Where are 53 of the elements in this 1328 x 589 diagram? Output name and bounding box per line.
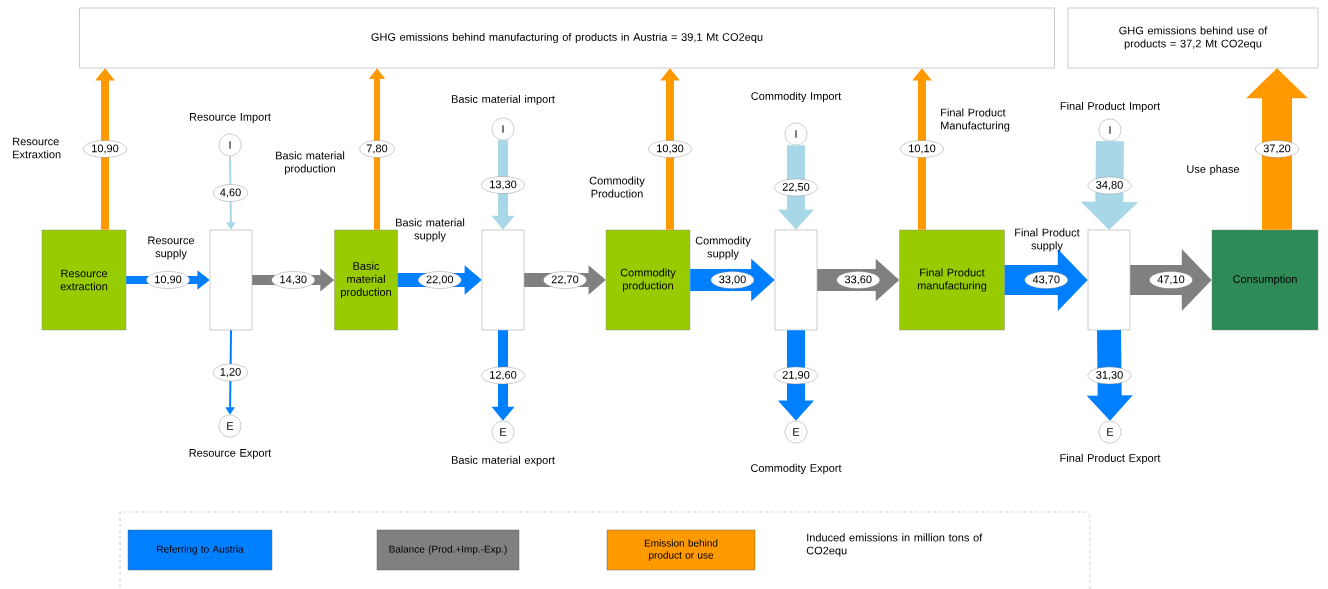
- caption-text: Final Product Export: [1060, 453, 1161, 465]
- text-label: Induced emissions in million tons of CO2equ: [806, 533, 983, 557]
- balance-box: [1087, 229, 1131, 331]
- caption-text: Basic material export: [451, 455, 555, 467]
- text-label: Commodity supply: [695, 236, 751, 260]
- balance-box: [774, 229, 818, 331]
- text-label: Basic material supply: [396, 218, 465, 242]
- edge-label: 31,30: [1087, 366, 1132, 385]
- edge-label: 33,60: [836, 271, 881, 289]
- process-box: Resource extraction: [41, 229, 127, 331]
- edge-label: 43,70: [1024, 271, 1069, 289]
- edge-label: 21,90: [774, 366, 818, 385]
- legend-label: Referring to Austria: [157, 545, 244, 555]
- text-label: Final Product supply: [1015, 228, 1080, 252]
- edge-label: 10,90: [83, 140, 127, 158]
- edge-label: 1,20: [213, 363, 248, 382]
- balance-box: [209, 229, 253, 331]
- caption-text: Final Product Import: [1060, 101, 1161, 113]
- legend-label: Balance (Prod.+Imp.-Exp.): [389, 545, 507, 555]
- edge-label: 22,50: [774, 178, 818, 197]
- text-label: Basic material production: [276, 151, 345, 175]
- edge-label: 7,80: [359, 140, 395, 158]
- edge-label: 4,60: [213, 184, 248, 202]
- edge-label: 14,30: [271, 271, 316, 289]
- edge-label: 34,80: [1087, 176, 1132, 195]
- edge-label: 10,90: [146, 271, 190, 289]
- process-box: Final Product manufacturing: [899, 229, 1005, 331]
- caption-text: Resource Import: [189, 113, 271, 123]
- text-label: Commodity Production: [589, 176, 645, 198]
- edge-label: 10,10: [900, 140, 944, 158]
- caption-text: Commodity Import: [751, 91, 842, 103]
- balance-box: [481, 229, 525, 331]
- edge-label: 37,20: [1255, 140, 1299, 158]
- edge-label: 47,10: [1149, 271, 1193, 289]
- legend-label: Emission behind product or use: [644, 539, 718, 561]
- caption-text: Resource Export: [189, 449, 272, 459]
- caption-text: Commodity Export: [751, 463, 842, 475]
- text-label: Resource supply: [148, 236, 195, 260]
- summary-box: GHG emissions behind use of products = 37,2 Mt CO2equ: [1067, 7, 1319, 69]
- edge-label: 22,70: [543, 271, 587, 289]
- edge-label: 13,30: [481, 176, 525, 194]
- consumption-box: Consumption: [1211, 229, 1319, 331]
- edge-label: 12,60: [481, 366, 525, 385]
- caption-text: Basic material import: [451, 94, 555, 106]
- text-label: Final Product Manufacturing: [941, 108, 1010, 132]
- text-label: Resource Extraxtion: [13, 137, 61, 159]
- edge-label: 33,00: [710, 271, 755, 289]
- text-label: Use phase: [1187, 164, 1240, 176]
- edge-label: 10,30: [648, 140, 692, 158]
- process-box: Commodity production: [605, 229, 691, 331]
- summary-box: GHG emissions behind manufacturing of products in Austria = 39,1 Mt CO2equ: [79, 7, 1055, 69]
- process-box: Basic material production: [334, 229, 398, 331]
- edge-label: 22,00: [417, 271, 462, 289]
